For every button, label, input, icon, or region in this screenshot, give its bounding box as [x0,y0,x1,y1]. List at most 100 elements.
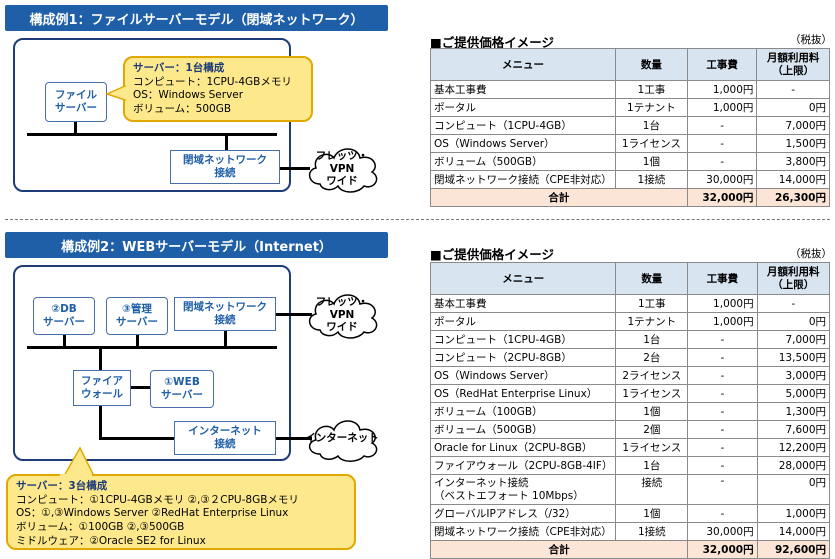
cell-setup: 1,000円 [686,98,758,117]
web-server-label-1: ①WEB [164,376,200,389]
cell-setup: - [687,456,758,475]
table-row: インターネット接続（ベストエフォート 10Mbps）接続-0円 [429,474,831,505]
callout-line: コンピュート：1CPU-4GBメモリ [133,75,292,88]
table2-tax-note: （税抜） [790,248,832,260]
cell-setup: - [686,152,758,171]
vpn-link-line [280,167,310,170]
callout2-line: ボリューム：①100GB ②,③500GB [16,520,185,533]
cell-monthly: 1,300円 [756,402,831,421]
header-monthly-1: 月額利用料 [766,52,820,65]
table-row: コンピュート（1CPU-4GB）1台-7,000円 [429,330,831,349]
cloud2-label-2: VPN [329,308,355,321]
closed-network-label-2: 接続 [214,167,236,179]
vpn-cloud-2-icon [308,294,378,339]
total-label: 合計 [429,540,689,559]
internet-cloud-label: インターネット [305,432,379,444]
cell-monthly: 13,500円 [756,348,831,367]
cell-setup: - [687,348,758,367]
cell-menu: OS（Windows Server） [430,134,616,153]
cell-setup: - [687,504,758,523]
cell-monthly: 0円 [756,474,831,505]
cell-monthly: 7,600円 [756,420,831,439]
cell-menu: ボリューム（500GB） [430,152,616,171]
vpn-cloud-label: フレッツ・ VPN ワイド [302,150,382,188]
table1-tax-note: （税抜） [790,34,832,46]
cell-menu: Oracle for Linux（2CPU-8GB） [429,438,617,457]
cell-monthly: 3,000円 [756,366,831,385]
cell-qty: 1ライセンス [615,384,689,403]
total-monthly: 26,300円 [756,188,830,207]
cell-monthly: - [756,80,830,99]
header-monthly: 月額利用料 （上限） [756,48,830,81]
cloud-label-1: フレッツ・ [315,150,369,162]
closed-network-2-label-1: 閉域ネットワーク [183,300,267,313]
cell-setup: 1,000円 [687,312,758,331]
callout-title: サーバー：1台構成 [133,62,225,74]
server-drop-line [74,122,77,134]
internet-cloud-icon [308,420,378,462]
file-server-label-1: ファイル [55,89,97,102]
cell-menu: ファイアウォール（2CPU-8GB-4IF） [429,456,617,475]
web-server-label-2: サーバー [161,389,203,401]
cell-qty: 1接続 [614,170,688,189]
header-menu: メニュー [430,48,616,81]
cell-qty: 1個 [615,504,689,523]
cell-menu: ボリューム（500GB） [429,420,617,439]
firewall-label-2: ウォール [81,388,123,400]
callout-line: OS：Windows Server [133,89,244,102]
header-setup: 工事費 [687,262,758,295]
internet-link-line [276,437,312,440]
callout-pointer [105,84,127,102]
cell-qty: 2ライセンス [615,366,689,385]
file-server-label-2: サーバー [55,102,97,114]
cell-qty: 1台 [615,330,689,349]
cell-setup: - [687,438,758,457]
cell-menu: 基本工事費 [430,80,616,99]
db-drop-line [63,335,66,347]
cell-menu: 閉域ネットワーク接続（CPE非対応） [430,170,616,189]
table-row: Oracle for Linux（2CPU-8GB）1ライセンス-12,200円 [429,438,831,457]
table1-title: ■ご提供価格イメージ [430,35,555,50]
firewall-box: ファイア ウォール [73,370,131,406]
header-monthly: 月額利用料 （上限） [756,262,831,295]
db-server-label-1: ②DB [51,303,77,316]
cell-setup: - [687,420,758,439]
table-row: グローバルIPアドレス（/32）1個-1,000円 [429,504,831,523]
table-row: ファイアウォール（2CPU-8GB-4IF）1台-28,000円 [429,456,831,475]
cell-monthly: 1,500円 [756,134,830,153]
cell-menu: コンピュート（2CPU-8GB） [429,348,617,367]
cell-menu: ポータル [429,312,617,331]
cell-qty: 1テナント [615,312,689,331]
db-server: ②DB サーバー [33,297,95,335]
total-setup: 32,000円 [686,188,758,207]
cell-monthly: 7,000円 [756,116,830,135]
closed-network-box-2: 閉域ネットワーク 接続 [174,297,276,331]
cell-menu: コンピュート（1CPU-4GB） [430,116,616,135]
table-row: OS（RedHat Enterprise Linux）1ライセンス-5,000円 [429,384,831,403]
web-server: ①WEB サーバー [150,370,214,408]
callout2-line: ミドルウェア：②Oracle SE2 for Linux [16,534,206,547]
cell-monthly: 0円 [756,98,830,117]
cell-qty: 1台 [614,116,688,135]
config1-callout: サーバー：1台構成 コンピュート：1CPU-4GBメモリ OS：Windows … [123,56,313,122]
cell-menu: 閉域ネットワーク接続（CPE非対応） [429,522,617,541]
table-row: OS（Windows Server）2ライセンス-3,000円 [429,366,831,385]
cell-monthly: 14,000円 [756,170,830,189]
cell-qty: 1テナント [614,98,688,117]
internet-box-label-1: インターネット [188,424,262,437]
cloud-label-2: VPN [329,162,355,175]
cell-setup: - [687,474,758,505]
vpn-cloud-2-label: フレッツ・ VPN ワイド [302,296,382,334]
cell-qty: 2個 [615,420,689,439]
fw-web-line [131,386,151,389]
config1-banner: 構成例1：ファイルサーバーモデル（閉域ネットワーク） [5,5,388,31]
cell-setup: - [686,134,758,153]
net-drop-line [225,135,228,151]
